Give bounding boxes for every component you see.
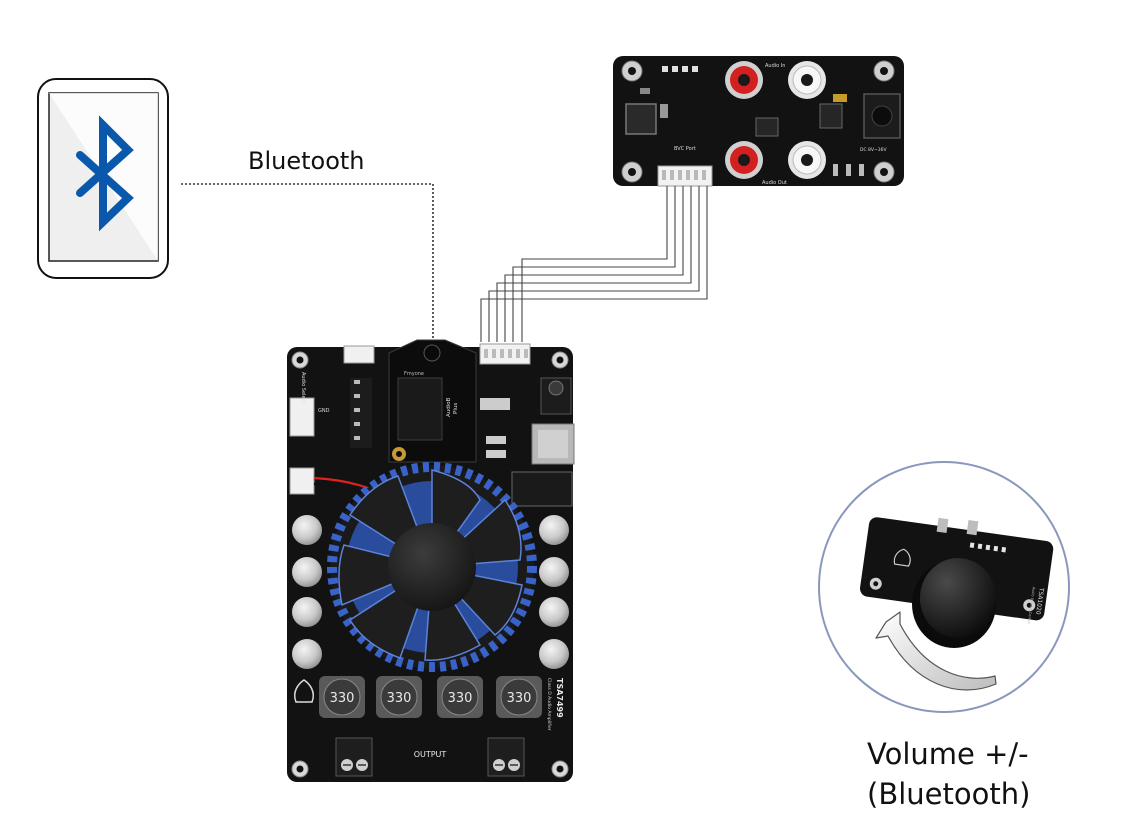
amp-output-text: OUTPUT	[414, 750, 447, 759]
bvc-port-text: BVC Port	[674, 146, 696, 152]
inductor-label-2: 330	[387, 691, 412, 706]
bluetooth-symbol-icon	[76, 115, 134, 232]
output-terminal-left	[335, 737, 373, 777]
audio-logo-icon	[293, 679, 315, 703]
rca-audio-out-white	[788, 141, 826, 179]
output-terminal-right	[487, 737, 525, 777]
amp-model-text: TSA7499	[555, 678, 564, 718]
amp-gnd-text: GND	[318, 408, 330, 414]
rca-audio-in-red	[725, 61, 763, 99]
bvc-wire-bundle	[480, 186, 708, 342]
bt-module-name: Fmyone	[404, 371, 424, 377]
inductor-label-4: 330	[507, 691, 532, 706]
bluetooth-phone-icon	[37, 78, 169, 279]
inductors: 330 330 330 330	[319, 676, 542, 718]
capacitors-left	[292, 515, 322, 669]
volume-label-line1: Volume +/-	[867, 737, 1029, 771]
inductor-label-3: 330	[448, 691, 473, 706]
bluetooth-module: Fmyone AudioB Plus	[388, 339, 477, 463]
rca-audio-out-red	[725, 141, 763, 179]
capacitors-right	[539, 515, 569, 669]
bluetooth-link-label: Bluetooth	[248, 147, 365, 175]
bvc-control-board: Audio In Audio Out BVC Port DC 8V~36V	[613, 56, 904, 187]
rca-audio-in-white	[788, 61, 826, 99]
bt-module-brand-2: Plus	[453, 403, 459, 414]
knob-board-model-text: TSA1020	[1034, 586, 1045, 615]
volume-label-line2: (Bluetooth)	[867, 777, 1031, 811]
bt-module-brand-1: AudioB	[446, 397, 452, 417]
cooling-fan	[327, 462, 537, 672]
tsa7499-amplifier-board: Fmyone AudioB Plus Audio Select GND	[287, 339, 575, 782]
amp-audio-select-text: Audio Select	[300, 372, 306, 403]
knob-board-subtitle-text: Audio Volume Control	[1027, 586, 1036, 624]
amp-subtitle-text: Class D Audio Amplifier	[546, 678, 552, 731]
volume-knob-inset: TSA1020 Audio Volume Control	[818, 461, 1070, 713]
rotate-arrow-icon	[875, 611, 997, 691]
bvc-audio-out-text: Audio Out	[762, 180, 787, 186]
bluetooth-link-line	[181, 183, 434, 340]
inductor-label-1: 330	[330, 691, 355, 706]
bvc-audio-in-text: Audio In	[765, 63, 785, 69]
bvc-dc-text: DC 8V~36V	[860, 147, 887, 153]
